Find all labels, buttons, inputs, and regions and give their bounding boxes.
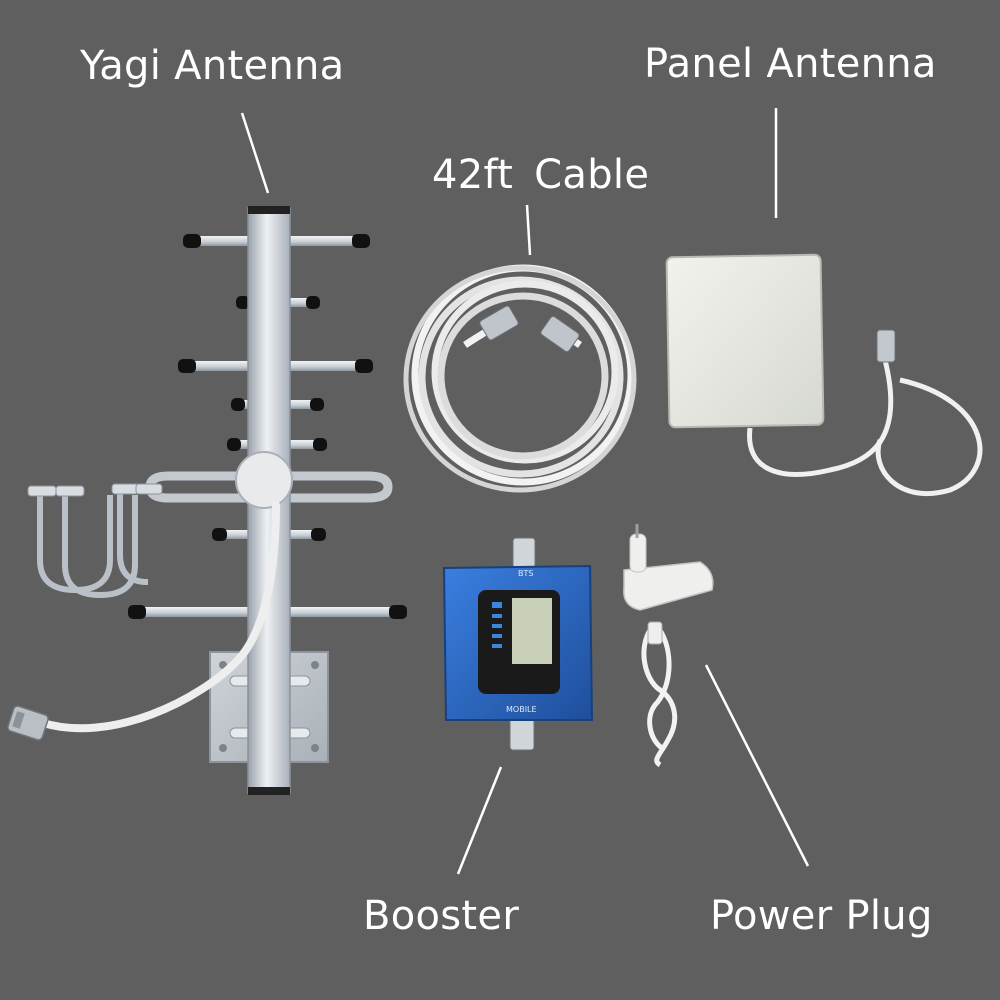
yagi-n-connector [7,705,49,741]
power-plug-label: Power Plug [710,893,933,939]
booster-pointer-line [456,766,503,875]
pointer-lines [240,108,810,875]
yagi-antenna [7,206,407,795]
yagi-center-hub [235,451,293,509]
panel-antenna [665,253,983,497]
booster-bottom-port-label: MOBILE [506,705,537,714]
yagi-pointer-line [240,112,270,194]
plug-pointer-line [704,664,810,867]
yagi-antenna-label: Yagi Antenna [80,43,345,89]
booster-lcd-screen [512,598,552,664]
booster-label: Booster [363,893,520,939]
yagi-dipole-loop [145,471,393,503]
yagi-cable [36,501,280,733]
booster: BTS MOBILE [442,537,594,751]
power-plug [623,524,714,611]
cable-label: 42ft Cable [432,152,650,198]
yagi-u-bolts [37,492,149,599]
usb-cable [641,621,678,768]
panel-cable [747,359,894,477]
panel-n-connector [876,329,896,363]
panel-antenna-label: Panel Antenna [644,41,937,87]
cable-connectors [463,305,583,353]
booster-top-port-label: BTS [518,569,533,578]
cable-pointer-line [525,204,532,256]
cable-coil [403,264,637,493]
